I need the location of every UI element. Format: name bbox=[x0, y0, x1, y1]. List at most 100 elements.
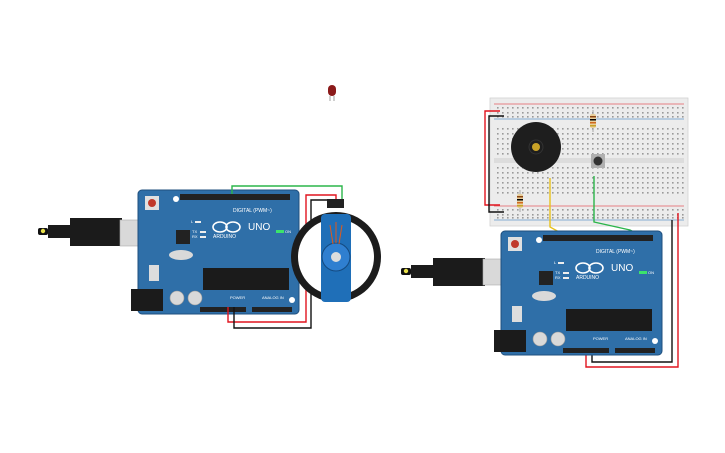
breadboard-hole[interactable] bbox=[557, 107, 559, 109]
breadboard-hole[interactable] bbox=[622, 209, 624, 211]
breadboard-hole[interactable] bbox=[612, 138, 614, 140]
breadboard-hole[interactable] bbox=[577, 138, 579, 140]
breadboard-hole[interactable] bbox=[507, 192, 509, 194]
breadboard-hole[interactable] bbox=[637, 112, 639, 114]
breadboard-hole[interactable] bbox=[587, 116, 589, 118]
power-header[interactable] bbox=[563, 348, 609, 353]
breadboard-hole[interactable] bbox=[657, 148, 659, 150]
breadboard-hole[interactable] bbox=[617, 107, 619, 109]
breadboard-hole[interactable] bbox=[672, 133, 674, 135]
breadboard-hole[interactable] bbox=[502, 107, 504, 109]
breadboard-hole[interactable] bbox=[617, 192, 619, 194]
breadboard-hole[interactable] bbox=[597, 128, 599, 130]
breadboard-hole[interactable] bbox=[532, 172, 534, 174]
breadboard-hole[interactable] bbox=[682, 148, 684, 150]
wire-rail-power[interactable] bbox=[484, 110, 500, 206]
breadboard-hole[interactable] bbox=[512, 112, 514, 114]
breadboard-hole[interactable] bbox=[517, 187, 519, 189]
breadboard-hole[interactable] bbox=[682, 217, 684, 219]
breadboard-hole[interactable] bbox=[562, 167, 564, 169]
breadboard-hole[interactable] bbox=[587, 167, 589, 169]
breadboard-hole[interactable] bbox=[682, 187, 684, 189]
breadboard-hole[interactable] bbox=[582, 128, 584, 130]
breadboard-hole[interactable] bbox=[582, 138, 584, 140]
breadboard-hole[interactable] bbox=[527, 214, 529, 216]
breadboard-hole[interactable] bbox=[652, 133, 654, 135]
breadboard-hole[interactable] bbox=[632, 138, 634, 140]
breadboard-hole[interactable] bbox=[607, 107, 609, 109]
breadboard-hole[interactable] bbox=[587, 214, 589, 216]
breadboard-hole[interactable] bbox=[602, 128, 604, 130]
breadboard-hole[interactable] bbox=[497, 172, 499, 174]
breadboard-hole[interactable] bbox=[547, 172, 549, 174]
breadboard-hole[interactable] bbox=[627, 182, 629, 184]
breadboard-hole[interactable] bbox=[587, 187, 589, 189]
breadboard-hole[interactable] bbox=[667, 107, 669, 109]
breadboard-hole[interactable] bbox=[602, 107, 604, 109]
breadboard-hole[interactable] bbox=[612, 128, 614, 130]
breadboard-hole[interactable] bbox=[502, 153, 504, 155]
breadboard-hole[interactable] bbox=[532, 187, 534, 189]
breadboard-hole[interactable] bbox=[562, 153, 564, 155]
breadboard-hole[interactable] bbox=[567, 107, 569, 109]
breadboard-hole[interactable] bbox=[497, 192, 499, 194]
breadboard-hole[interactable] bbox=[667, 112, 669, 114]
breadboard-hole[interactable] bbox=[602, 192, 604, 194]
breadboard-hole[interactable] bbox=[677, 192, 679, 194]
breadboard-hole[interactable] bbox=[677, 133, 679, 135]
breadboard-hole[interactable] bbox=[517, 217, 519, 219]
breadboard-hole[interactable] bbox=[652, 148, 654, 150]
breadboard-hole[interactable] bbox=[577, 116, 579, 118]
breadboard-hole[interactable] bbox=[537, 112, 539, 114]
breadboard-hole[interactable] bbox=[592, 217, 594, 219]
breadboard-hole[interactable] bbox=[542, 177, 544, 179]
breadboard-hole[interactable] bbox=[577, 148, 579, 150]
breadboard-hole[interactable] bbox=[607, 177, 609, 179]
breadboard-hole[interactable] bbox=[647, 177, 649, 179]
breadboard-hole[interactable] bbox=[657, 107, 659, 109]
breadboard-hole[interactable] bbox=[627, 217, 629, 219]
power-jack[interactable] bbox=[494, 330, 526, 352]
breadboard-hole[interactable] bbox=[682, 167, 684, 169]
breadboard-hole[interactable] bbox=[502, 148, 504, 150]
power-header[interactable] bbox=[200, 307, 246, 312]
breadboard-hole[interactable] bbox=[652, 107, 654, 109]
breadboard-hole[interactable] bbox=[622, 172, 624, 174]
breadboard-hole[interactable] bbox=[507, 217, 509, 219]
wire-signal-green[interactable] bbox=[231, 185, 343, 204]
breadboard-hole[interactable] bbox=[587, 138, 589, 140]
breadboard-hole[interactable] bbox=[587, 153, 589, 155]
breadboard-hole[interactable] bbox=[582, 116, 584, 118]
breadboard-hole[interactable] bbox=[637, 148, 639, 150]
breadboard-hole[interactable] bbox=[592, 209, 594, 211]
breadboard-hole[interactable] bbox=[612, 148, 614, 150]
breadboard-hole[interactable] bbox=[547, 192, 549, 194]
breadboard-hole[interactable] bbox=[617, 128, 619, 130]
breadboard-hole[interactable] bbox=[527, 187, 529, 189]
breadboard-hole[interactable] bbox=[572, 112, 574, 114]
breadboard-hole[interactable] bbox=[632, 172, 634, 174]
breadboard-hole[interactable] bbox=[607, 153, 609, 155]
breadboard-hole[interactable] bbox=[517, 182, 519, 184]
breadboard-hole[interactable] bbox=[582, 107, 584, 109]
breadboard-hole[interactable] bbox=[572, 116, 574, 118]
breadboard-hole[interactable] bbox=[637, 182, 639, 184]
breadboard-hole[interactable] bbox=[552, 214, 554, 216]
breadboard-hole[interactable] bbox=[592, 214, 594, 216]
breadboard-hole[interactable] bbox=[657, 209, 659, 211]
arduino-board-right[interactable]: DIGITAL (PWM~) UNO ARDUINO L TX RX ON PO… bbox=[494, 230, 663, 356]
breadboard-hole[interactable] bbox=[557, 217, 559, 219]
breadboard-hole[interactable] bbox=[522, 217, 524, 219]
breadboard-hole[interactable] bbox=[497, 214, 499, 216]
breadboard-hole[interactable] bbox=[617, 217, 619, 219]
breadboard-hole[interactable] bbox=[627, 214, 629, 216]
breadboard-hole[interactable] bbox=[587, 133, 589, 135]
breadboard-hole[interactable] bbox=[567, 112, 569, 114]
breadboard-hole[interactable] bbox=[637, 143, 639, 145]
breadboard-hole[interactable] bbox=[602, 143, 604, 145]
breadboard-hole[interactable] bbox=[522, 177, 524, 179]
breadboard-hole[interactable] bbox=[582, 153, 584, 155]
breadboard-hole[interactable] bbox=[642, 112, 644, 114]
breadboard-hole[interactable] bbox=[562, 143, 564, 145]
breadboard-hole[interactable] bbox=[532, 116, 534, 118]
